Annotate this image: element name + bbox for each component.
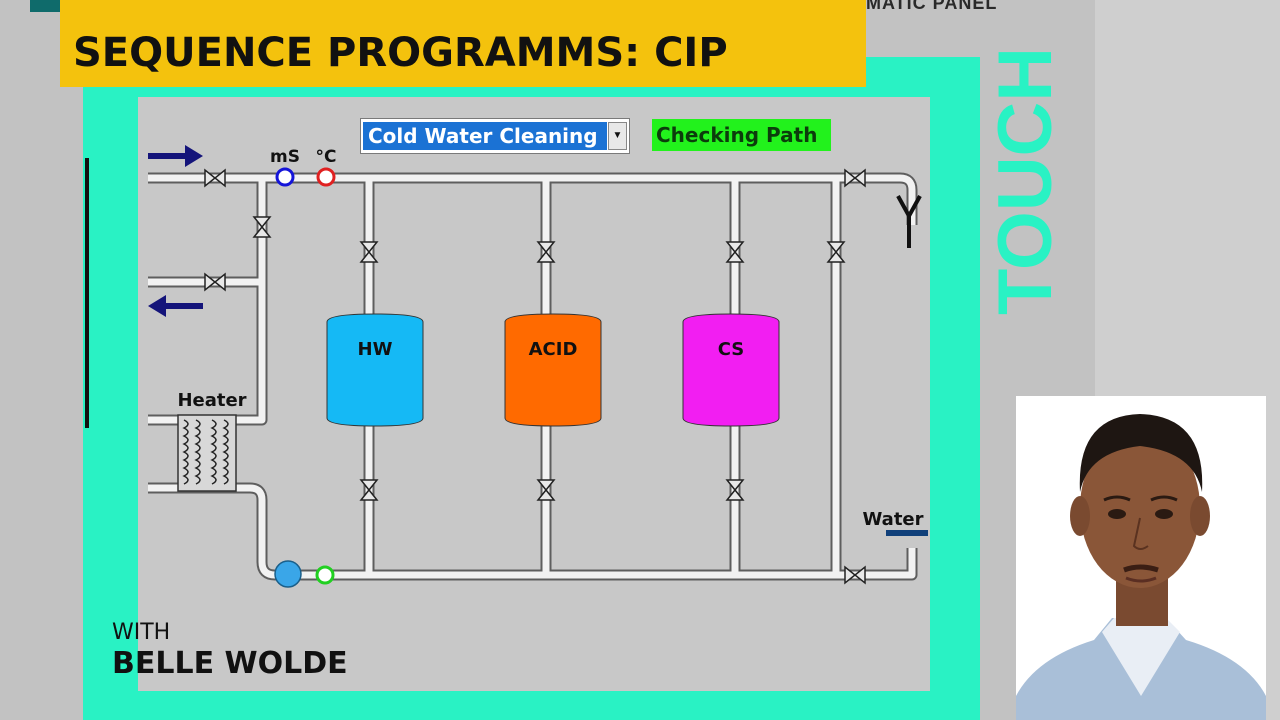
corner-logo-fragment [30,0,60,12]
drain-outlet-icon [896,195,922,248]
chevron-down-icon[interactable]: ▼ [608,122,627,150]
valve-drain [844,169,866,187]
touch-text: TOUCH [993,47,1063,315]
with-label: WITH [112,620,171,645]
presenter-name: BELLE WOLDE [112,646,348,681]
tank-cs-label: CS [718,339,745,360]
valve-hw-bottom [360,479,378,501]
touch-side-label: TOUCH [993,47,1063,315]
heater-icon [177,414,237,492]
tank-hw-label: HW [358,339,393,360]
tank-cs: CS [682,313,780,427]
conductivity-sensor-icon [275,167,295,187]
conductivity-label: mS [270,147,300,167]
valve-acid-bottom [537,479,555,501]
water-label: Water [862,509,923,530]
temperature-sensor-icon [316,167,336,187]
panel-header-text: MATIC PANEL [866,0,998,13]
left-divider-bar [85,158,89,428]
person-avatar-icon [1016,396,1266,720]
tank-acid: ACID [504,313,602,427]
program-select[interactable]: Cold Water Cleaning ▼ [360,118,630,154]
tank-hw: HW [326,313,424,427]
heater-label: Heater [177,390,246,411]
valve-acid-top [537,241,555,263]
water-inlet-bar [886,530,928,536]
outflow-arrow-icon [148,295,203,317]
temperature-label: °C [316,147,337,167]
valve-bypass [253,216,271,238]
page-title: SEQUENCE PROGRAMMS: CIP [73,30,728,76]
valve-return-top [827,241,845,263]
valve-cs-bottom [726,479,744,501]
status-indicator: Checking Path [652,119,831,151]
tank-acid-label: ACID [529,339,578,360]
title-banner [60,0,866,87]
pump-icon [274,560,302,588]
valve-cs-top [726,241,744,263]
valve-outlet [204,273,226,291]
program-select-value[interactable]: Cold Water Cleaning [363,122,607,150]
valve-water [844,566,866,584]
flow-sensor-icon [315,565,335,585]
presenter-photo [1016,396,1266,720]
valve-inlet [204,169,226,187]
inflow-arrow-icon [148,145,203,167]
valve-hw-top [360,241,378,263]
